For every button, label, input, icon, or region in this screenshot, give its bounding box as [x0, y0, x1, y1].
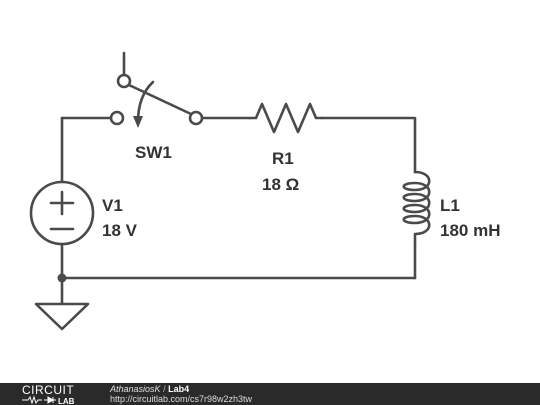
wires — [60, 116, 417, 306]
logo-text-bottom: LAB — [58, 397, 75, 405]
switch-ref-label: SW1 — [135, 143, 172, 162]
ground-symbol — [34, 302, 90, 331]
circuitlab-logo[interactable]: CIRCUIT LAB — [4, 383, 104, 405]
inductor-value-label: 180 mH — [440, 221, 500, 240]
voltage-source-v1 — [29, 180, 95, 246]
logo-resistor-icon — [22, 395, 42, 405]
footer-author-line: AthanasiosK / Lab4 — [110, 385, 189, 394]
footer-bar: CIRCUIT LAB AthanasiosK / Lab4 http://ci… — [0, 383, 540, 405]
resistor-ref-label: R1 — [272, 149, 294, 168]
circuit-title[interactable]: Lab4 — [168, 384, 190, 394]
switch-sw1 — [109, 51, 204, 128]
resistor-r1-zigzag — [248, 102, 324, 134]
logo-text-top: CIRCUIT — [22, 383, 74, 397]
wire-resistor-to-right — [320, 116, 417, 174]
circuit-url[interactable]: http://circuitlab.com/cs7r98w2zh3tw — [110, 394, 253, 404]
source-plus-sign — [49, 190, 75, 216]
switch-left-contact — [109, 110, 125, 126]
source-value-label: 18 V — [102, 221, 138, 240]
inductor-ref-label: L1 — [440, 196, 460, 215]
inductor-l1-coil — [402, 170, 431, 245]
resistor-value-label: 18 Ω — [262, 175, 299, 194]
source-ref-label: V1 — [102, 196, 123, 215]
switch-blade — [127, 83, 193, 116]
title-separator: / — [163, 384, 166, 394]
author-name[interactable]: AthanasiosK — [110, 384, 161, 394]
logo-diode-icon — [44, 396, 56, 404]
circuit-schematic: SW1 R1 18 Ω V1 18 V L1 180 mH — [29, 51, 500, 331]
switch-right-contact — [188, 110, 204, 126]
switch-action-arrowhead — [133, 116, 143, 128]
junction-node — [57, 273, 67, 283]
